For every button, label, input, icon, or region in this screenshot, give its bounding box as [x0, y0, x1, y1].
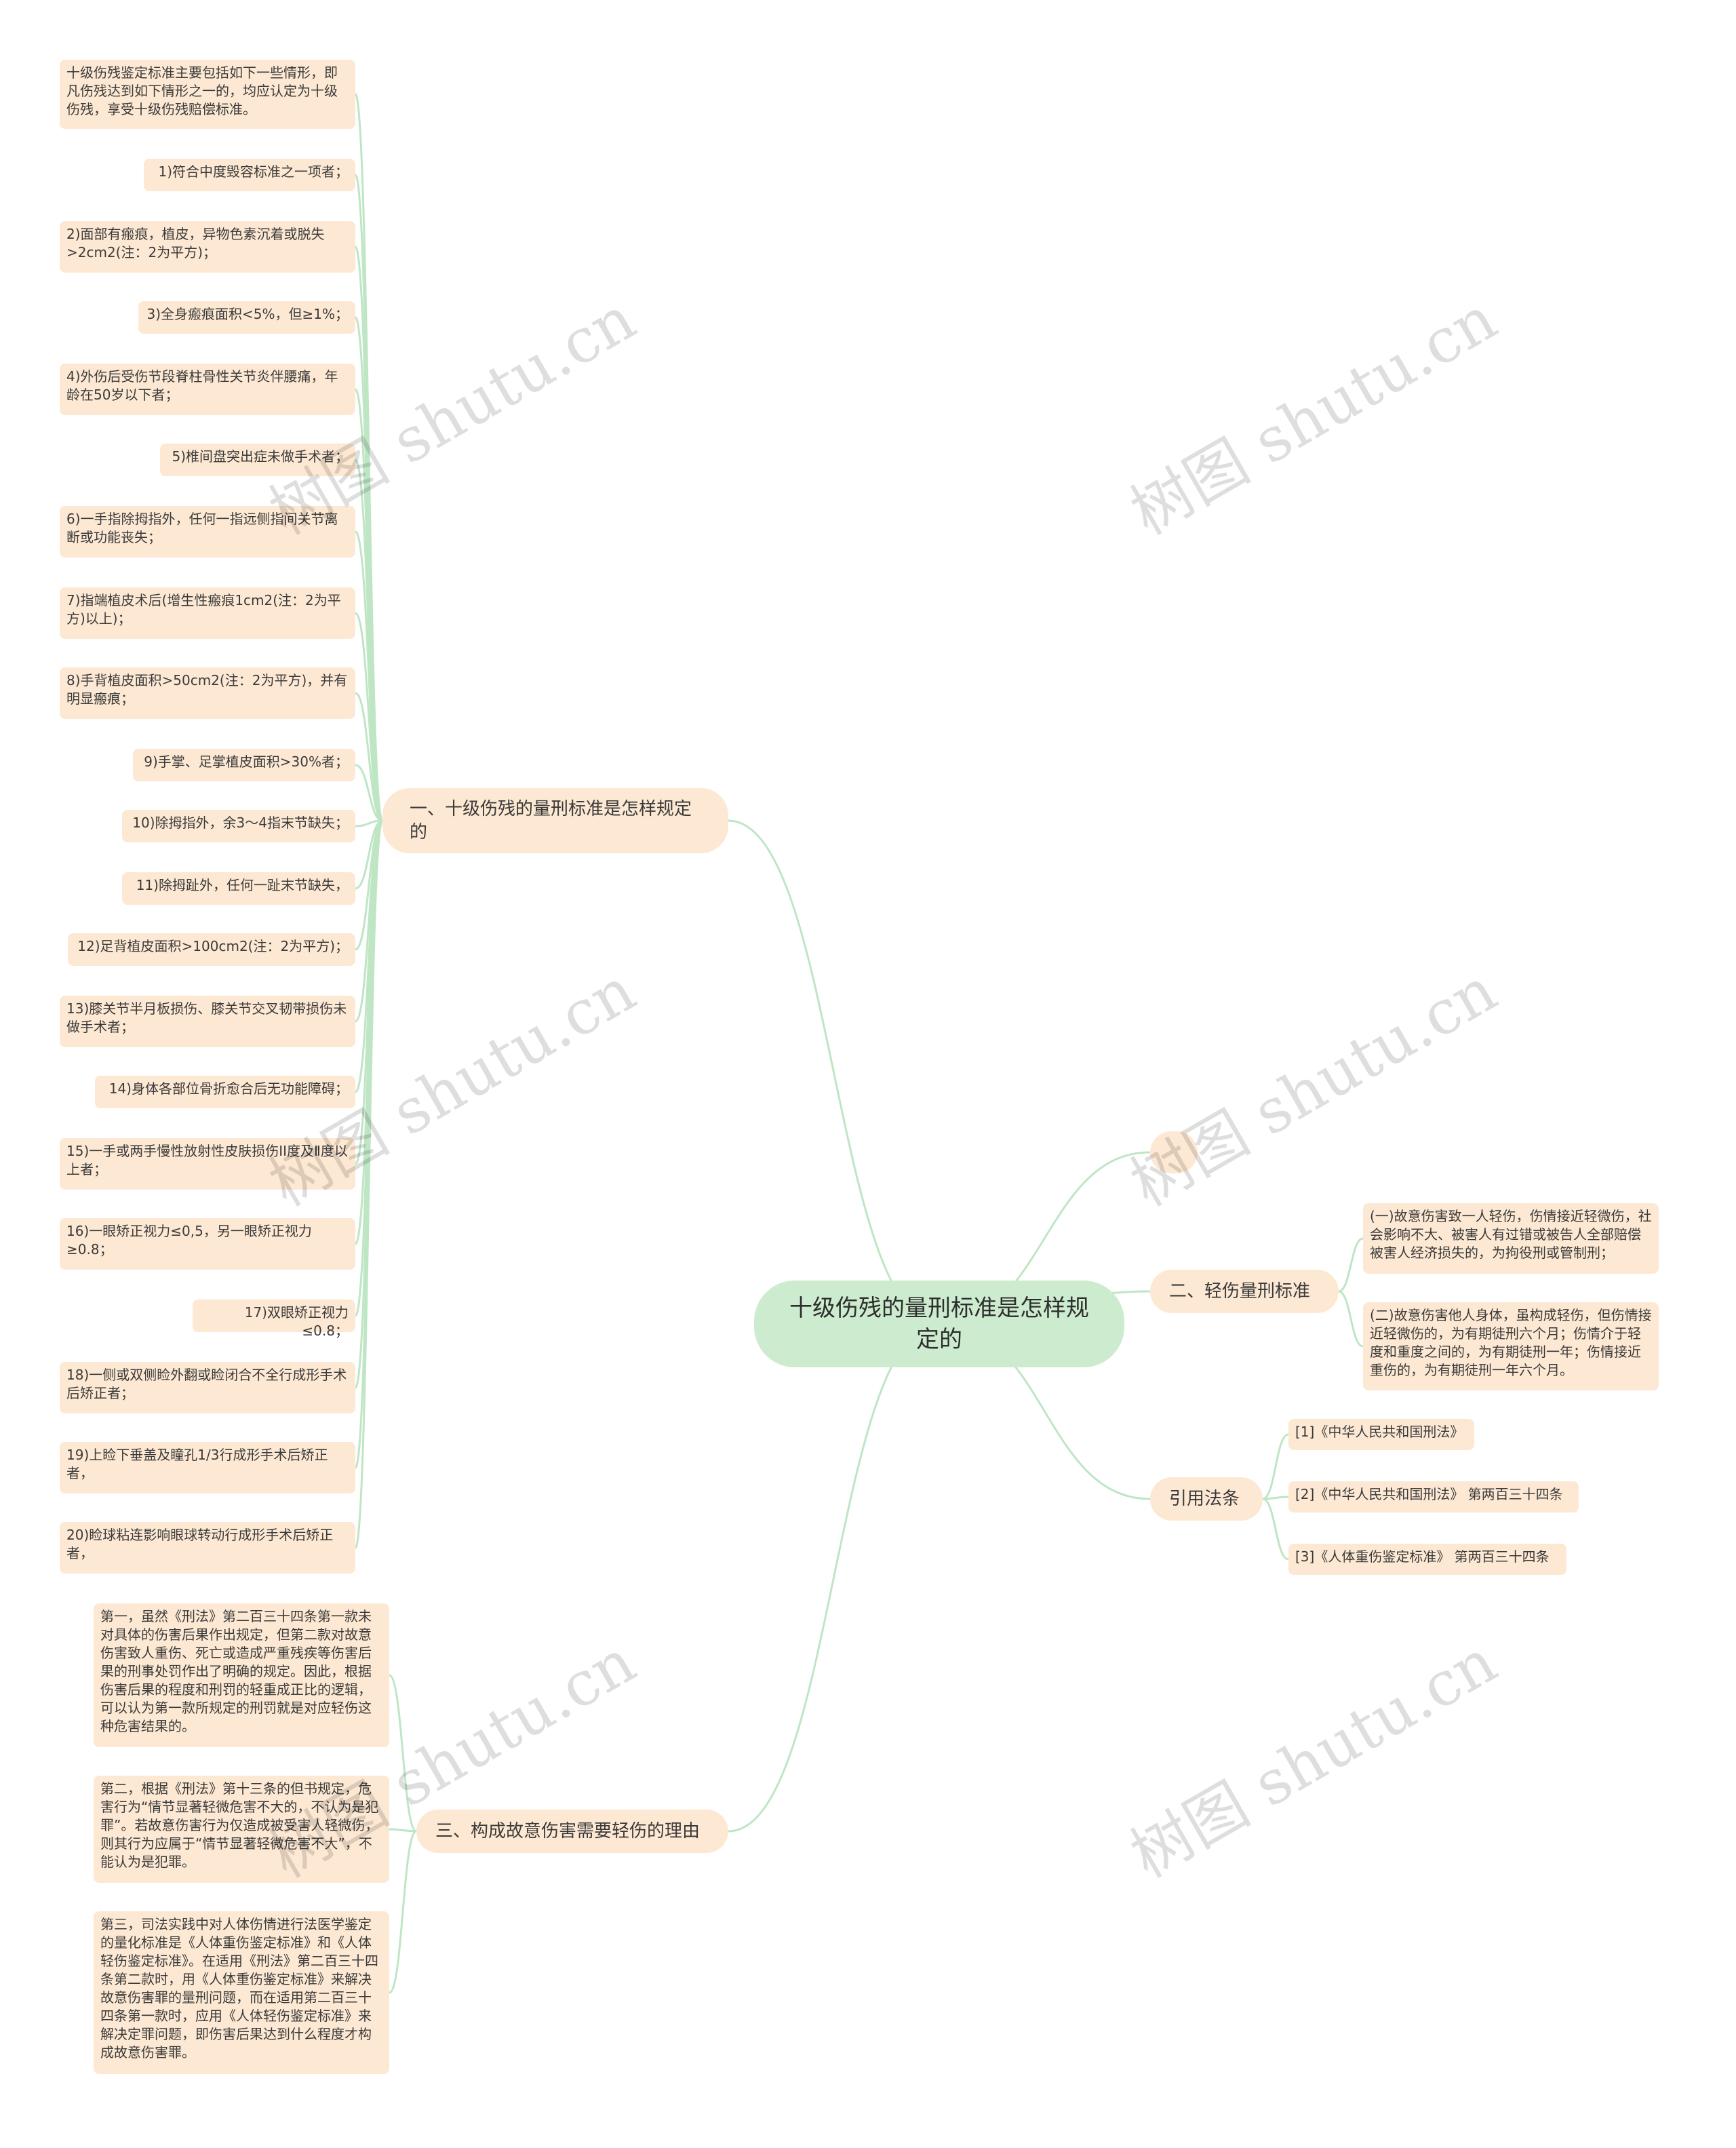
leaf-b1-17[interactable]: 17)双眼矫正视力≤0.8；: [193, 1300, 355, 1339]
leaf-b3-0[interactable]: [1]《中华人民共和国刑法》: [1288, 1419, 1474, 1450]
connector-line: [389, 1830, 417, 1994]
leaf-text: 9)手掌、足掌植皮面积>30%者；: [144, 754, 349, 770]
branch-minor-injury-standard[interactable]: 二、轻伤量刑标准: [1150, 1270, 1339, 1313]
leaf-b1-0[interactable]: 十级伤残鉴定标准主要包括如下一些情形，即凡伤残达到如下情形之一的，均应认定为十级…: [60, 60, 355, 129]
leaf-text: 2)面部有瘢痕，植皮，异物色素沉着或脱失>2cm2(注：2为平方)；: [66, 226, 325, 260]
branch-label: 一、十级伤残的量刑标准是怎样规定的: [410, 799, 692, 842]
connector-line: [1338, 1237, 1364, 1293]
leaf-text: (二)故意伤害他人身体，虽构成轻伤，但伤情接近轻微伤的，为有期徒刑六个月；伤情介…: [1370, 1307, 1652, 1378]
leaf-b4-1[interactable]: 第二，根据《刑法》第十三条的但书规定，危害行为“情节显著轻微危害不大的，不认为是…: [94, 1776, 389, 1883]
connector-line: [389, 1674, 417, 1833]
leaf-text: 12)足背植皮面积>100cm2(注：2为平方)；: [77, 938, 349, 954]
connector-line: [1338, 1290, 1364, 1348]
leaf-text: 14)身体各部位骨折愈合后无功能障碍；: [108, 1080, 349, 1097]
root-title: 十级伤残的量刑标准是怎样规定的: [789, 1295, 1089, 1353]
connector-line: [354, 612, 384, 822]
leaf-b1-13[interactable]: 13)膝关节半月板损伤、膝关节交叉韧带损伤未做手术者；: [60, 996, 355, 1047]
branch-label: 二、轻伤量刑标准: [1169, 1281, 1311, 1302]
leaf-text: 4)外伤后受伤节段脊柱骨性关节炎伴腰痛，年龄在50岁以下者；: [66, 368, 338, 403]
leaf-b3-2[interactable]: [3]《人体重伤鉴定标准》 第两百三十四条: [1288, 1544, 1566, 1575]
branch-sentencing-standard[interactable]: 一、十级伤残的量刑标准是怎样规定的: [382, 788, 728, 853]
connector-line: [355, 692, 383, 822]
connector-line: [1262, 1498, 1289, 1561]
leaf-text: 8)手背植皮面积>50cm2(注：2为平方)，并有明显瘢痕；: [66, 672, 348, 707]
leaf-b2-1[interactable]: (二)故意伤害他人身体，虽构成轻伤，但伤情接近轻微伤的，为有期徒刑六个月；伤情介…: [1363, 1302, 1659, 1390]
leaf-b4-2[interactable]: 第三，司法实践中对人体伤情进行法医学鉴定的量化标准是《人体重伤鉴定标准》和《人体…: [94, 1911, 389, 2074]
branch-cited-laws[interactable]: 引用法条: [1150, 1477, 1263, 1521]
leaf-text: 7)指端植皮术后(增生性瘢痕1cm2(注：2为平方)以上)；: [66, 592, 341, 627]
leaf-text: 13)膝关节半月板损伤、膝关节交叉韧带损伤未做手术者；: [66, 1000, 347, 1035]
leaf-b1-1[interactable]: 1)符合中度毁容标准之一项者；: [144, 159, 355, 191]
leaf-b1-12[interactable]: 12)足背植皮面积>100cm2(注：2为平方)；: [68, 933, 355, 966]
connector-line: [389, 1828, 417, 1833]
branch-empty[interactable]: [1150, 1131, 1198, 1173]
leaf-text: 20)睑球粘连影响眼球转动行成形手术后矫正者，: [66, 1527, 334, 1561]
leaf-b1-18[interactable]: 18)一侧或双侧睑外翻或睑闭合不全行成形手术后矫正者；: [60, 1362, 355, 1413]
leaf-text: 第三，司法实践中对人体伤情进行法医学鉴定的量化标准是《人体重伤鉴定标准》和《人体…: [100, 1916, 378, 2061]
leaf-b1-19[interactable]: 19)上睑下垂盖及瞳孔1/3行成形手术后矫正者，: [60, 1442, 355, 1493]
leaf-text: 6)一手指除拇指外，任何一指远侧指间关节离断或功能丧失；: [66, 511, 338, 545]
leaf-text: (一)故意伤害致一人轻伤，伤情接近轻微伤，社会影响不大、被害人有过错或被告人全部…: [1370, 1208, 1652, 1261]
leaf-b1-16[interactable]: 16)一眼矫正视力≤0,5，另一眼矫正视力≥0.8；: [60, 1218, 355, 1270]
root-node[interactable]: 十级伤残的量刑标准是怎样规定的: [754, 1281, 1124, 1367]
leaf-text: 第二，根据《刑法》第十三条的但书规定，危害行为“情节显著轻微危害不大的，不认为是…: [100, 1780, 379, 1870]
leaf-b1-5[interactable]: 5)椎间盘突出症未做手术者；: [160, 444, 355, 476]
leaf-b1-4[interactable]: 4)外伤后受伤节段脊柱骨性关节炎伴腰痛，年龄在50岁以下者；: [60, 364, 355, 415]
leaf-text: 第一，虽然《刑法》第二百三十四条第一款未对具体的伤害后果作出规定，但第二款对故意…: [100, 1608, 372, 1734]
leaf-text: 1)符合中度毁容标准之一项者；: [158, 163, 349, 180]
leaf-b1-3[interactable]: 3)全身瘢痕面积<5%，但≥1%；: [138, 301, 355, 334]
leaf-b1-2[interactable]: 2)面部有瘢痕，植皮，异物色素沉着或脱失>2cm2(注：2为平方)；: [60, 221, 355, 273]
branch-reasons[interactable]: 三、构成故意伤害需要轻伤的理由: [416, 1810, 728, 1853]
leaf-b1-20[interactable]: 20)睑球粘连影响眼球转动行成形手术后矫正者，: [60, 1522, 355, 1574]
leaf-text: 16)一眼矫正视力≤0,5，另一眼矫正视力≥0.8；: [66, 1223, 312, 1257]
leaf-text: [2]《中华人民共和国刑法》 第两百三十四条: [1295, 1486, 1563, 1502]
leaf-b1-10[interactable]: 10)除拇指外，余3～4指末节缺失；: [122, 810, 355, 842]
connector-line: [1262, 1433, 1289, 1500]
leaf-text: 17)双眼矫正视力≤0.8；: [244, 1304, 349, 1339]
leaf-text: 15)一手或两手慢性放射性皮肤损伤II度及Ⅱ度以上者；: [66, 1143, 348, 1177]
connector-line: [354, 316, 384, 822]
connector-line: [354, 819, 384, 1549]
leaf-text: 11)除拇趾外，任何一趾末节缺失，: [136, 877, 349, 893]
leaf-text: 3)全身瘢痕面积<5%，但≥1%；: [146, 306, 349, 322]
leaf-b1-9[interactable]: 9)手掌、足掌植皮面积>30%者；: [133, 749, 355, 781]
leaf-text: [1]《中华人民共和国刑法》: [1295, 1424, 1464, 1440]
connector-line: [728, 1323, 940, 1833]
leaf-b4-0[interactable]: 第一，虽然《刑法》第二百三十四条第一款未对具体的伤害后果作出规定，但第二款对故意…: [94, 1603, 389, 1747]
connector-line: [355, 764, 383, 822]
leaf-text: 5)椎间盘突出症未做手术者；: [172, 448, 349, 465]
leaf-b1-6[interactable]: 6)一手指除拇指外，任何一指远侧指间关节离断或功能丧失；: [60, 506, 355, 558]
leaf-b1-8[interactable]: 8)手背植皮面积>50cm2(注：2为平方)，并有明显瘢痕；: [60, 667, 355, 719]
leaf-b3-1[interactable]: [2]《中华人民共和国刑法》 第两百三十四条: [1288, 1481, 1579, 1512]
branch-label: 引用法条: [1169, 1489, 1240, 1509]
leaf-text: 10)除拇指外，余3～4指末节缺失；: [132, 815, 349, 831]
branch-label: 三、构成故意伤害需要轻伤的理由: [435, 1821, 701, 1841]
leaf-text: 18)一侧或双侧睑外翻或睑闭合不全行成形手术后矫正者；: [66, 1367, 347, 1401]
connector-line: [728, 819, 940, 1325]
leaf-b1-14[interactable]: 14)身体各部位骨折愈合后无功能障碍；: [95, 1076, 355, 1108]
leaf-text: 19)上睑下垂盖及瞳孔1/3行成形手术后矫正者，: [66, 1447, 328, 1481]
leaf-text: 十级伤残鉴定标准主要包括如下一些情形，即凡伤残达到如下情形之一的，均应认定为十级…: [66, 64, 338, 117]
leaf-b1-15[interactable]: 15)一手或两手慢性放射性皮肤损伤II度及Ⅱ度以上者；: [60, 1138, 355, 1190]
leaf-b1-7[interactable]: 7)指端植皮术后(增生性瘢痕1cm2(注：2为平方)以上)；: [60, 587, 355, 639]
leaf-b2-0[interactable]: (一)故意伤害致一人轻伤，伤情接近轻微伤，社会影响不大、被害人有过错或被告人全部…: [1363, 1203, 1659, 1274]
leaf-b1-11[interactable]: 11)除拇趾外，任何一趾末节缺失，: [122, 872, 355, 905]
leaf-text: [3]《人体重伤鉴定标准》 第两百三十四条: [1295, 1548, 1550, 1565]
